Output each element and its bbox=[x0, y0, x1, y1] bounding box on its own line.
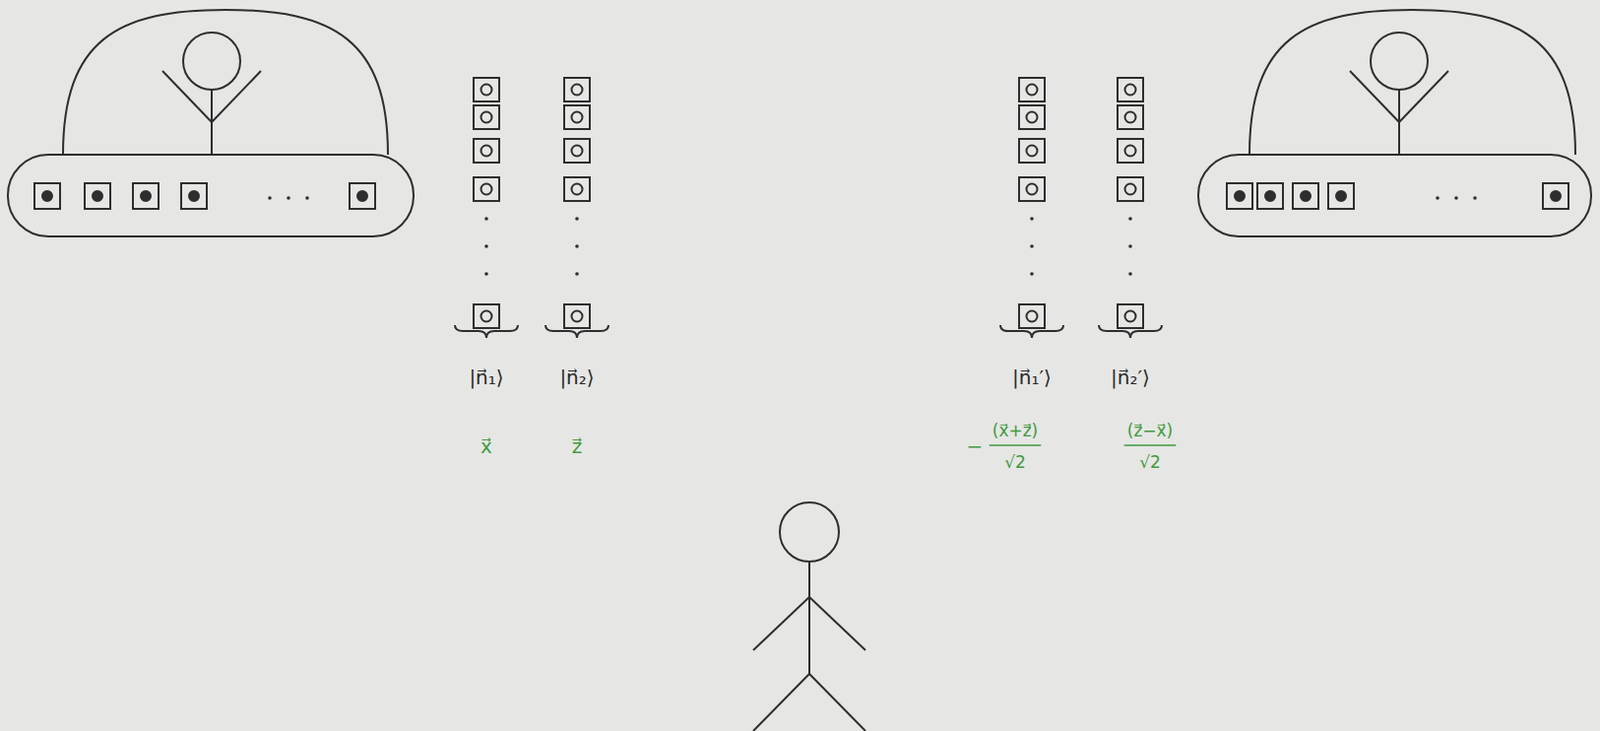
qubit-cell bbox=[473, 138, 500, 163]
ellipsis-dot bbox=[1128, 216, 1133, 221]
qubit-ring bbox=[572, 184, 583, 195]
ket-label: |n⃗₁′⟩ bbox=[1012, 366, 1052, 388]
fraction-denominator: √2 bbox=[1004, 452, 1026, 472]
qubit-ring bbox=[1125, 184, 1137, 195]
qubit-cell bbox=[1019, 105, 1045, 129]
qubit-ring bbox=[481, 184, 493, 195]
qubit-columns bbox=[454, 77, 1162, 338]
qubit-ring bbox=[572, 145, 583, 157]
qubit-cells bbox=[34, 183, 376, 209]
ellipsis-dot bbox=[575, 244, 579, 249]
qubit-ring bbox=[1026, 311, 1038, 322]
qubit-ring bbox=[1026, 112, 1038, 124]
qubit-cell bbox=[1019, 77, 1045, 102]
ellipsis-dot bbox=[1128, 271, 1133, 276]
brace bbox=[1098, 324, 1162, 338]
ket-label: |n⃗₂⟩ bbox=[559, 366, 594, 388]
ellipsis-dot bbox=[1029, 244, 1034, 249]
brace bbox=[454, 324, 518, 338]
fraction-denominator: √2 bbox=[1139, 452, 1161, 472]
fraction-bar bbox=[989, 444, 1042, 447]
qubit-cell bbox=[1019, 138, 1045, 163]
qubit-ring bbox=[1125, 145, 1137, 157]
brace bbox=[545, 324, 609, 338]
qubit-cell bbox=[1117, 105, 1144, 129]
qubit-ring bbox=[1026, 84, 1038, 96]
qubit-ring bbox=[481, 311, 493, 322]
qubit-ring bbox=[1125, 84, 1137, 96]
qubit-cells bbox=[1226, 183, 1569, 209]
fraction-numerator: (z⃗−x⃗) bbox=[1127, 421, 1174, 441]
vector-label: x⃗ bbox=[480, 435, 493, 457]
vector-label: z⃗ bbox=[572, 435, 583, 457]
qubit-cell bbox=[564, 177, 590, 201]
qubit-cell bbox=[564, 77, 590, 102]
ufo bbox=[7, 9, 414, 237]
observer-figure bbox=[753, 502, 866, 731]
brace bbox=[1000, 324, 1064, 338]
ellipsis-dot bbox=[484, 271, 489, 276]
qubit-ring bbox=[1125, 311, 1137, 322]
ellipsis-dot bbox=[1029, 216, 1034, 221]
ket-label: |n⃗₁⟩ bbox=[468, 366, 504, 388]
qubit-cell bbox=[564, 304, 590, 328]
qubit-cell bbox=[1117, 177, 1144, 201]
ufo bbox=[1198, 9, 1592, 237]
qubit-cell bbox=[473, 77, 500, 102]
qubit-ring bbox=[1026, 145, 1038, 157]
qubit-cell bbox=[1019, 177, 1045, 201]
ellipsis-dot bbox=[1128, 244, 1133, 249]
qubit-ring bbox=[572, 112, 583, 124]
qubit-ring bbox=[481, 145, 493, 157]
qubit-cell bbox=[473, 304, 500, 328]
qubit-cell bbox=[473, 105, 500, 129]
qubit-cell bbox=[473, 177, 500, 201]
fraction-numerator: (x⃗+z⃗) bbox=[992, 421, 1039, 441]
qubit-ring bbox=[572, 311, 583, 322]
ellipsis-dot bbox=[575, 271, 579, 276]
qubit-cell bbox=[1019, 304, 1045, 328]
qubit-ring bbox=[572, 84, 583, 96]
qubit-ring bbox=[481, 84, 493, 96]
ket-label: |n⃗₂′⟩ bbox=[1110, 366, 1151, 388]
qubit-cell bbox=[1117, 138, 1144, 163]
qubit-cell bbox=[1117, 77, 1144, 102]
qubit-ring bbox=[1026, 184, 1038, 195]
qubit-ring bbox=[1125, 112, 1137, 124]
ellipsis-dot bbox=[484, 216, 489, 221]
qubit-ring bbox=[481, 112, 493, 124]
minus-sign: − bbox=[966, 435, 984, 457]
qubit-cell bbox=[564, 138, 590, 163]
qubit-cell bbox=[1117, 304, 1144, 328]
ellipsis-dot bbox=[484, 244, 489, 249]
ellipsis-dot bbox=[575, 216, 579, 221]
ellipsis-dot bbox=[1029, 271, 1034, 276]
qubit-cell bbox=[564, 105, 590, 129]
fraction-bar bbox=[1124, 444, 1177, 447]
